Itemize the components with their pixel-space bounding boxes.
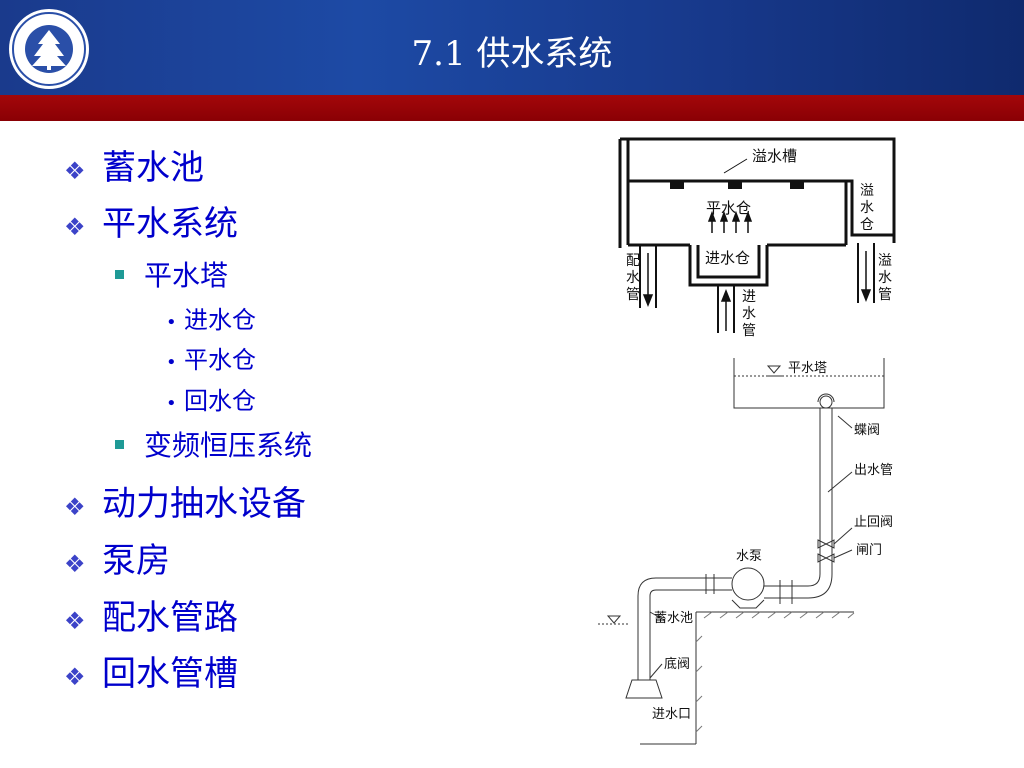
supply-pipe-char2: 水 xyxy=(626,270,640,286)
inlet-pipe-char1: 进 xyxy=(742,289,756,305)
square-bullet-icon xyxy=(115,440,124,449)
inlet-pipe-char3: 管 xyxy=(742,323,756,339)
butterfly-valve-label: 蝶阀 xyxy=(854,423,880,438)
inlet-label: 进水口 xyxy=(652,707,691,722)
inlet-pipe-char2: 水 xyxy=(742,306,756,322)
dot-bullet-icon: • xyxy=(166,352,177,373)
diamond-bullet-icon: ❖ xyxy=(64,493,86,521)
supply-pipe-char3: 管 xyxy=(626,287,640,303)
weir-blocks xyxy=(670,182,804,189)
overflow-pipe-char3: 管 xyxy=(878,287,892,303)
bullet-level-chamber: •平水仓 xyxy=(166,346,256,374)
header-bar xyxy=(0,0,1024,95)
inlet-chamber-label: 进水仓 xyxy=(705,249,750,267)
overflow-chamber-char3: 仓 xyxy=(860,217,874,233)
level-tower-diagram: 溢水槽 平水仓 进水仓 溢 水 仓 配 水 管 进 水 管 溢 水 管 xyxy=(618,137,896,339)
pump-label: 水泵 xyxy=(736,549,762,564)
check-valve-label: 止回阀 xyxy=(854,515,893,530)
overflow-chamber-char1: 溢 xyxy=(860,183,874,199)
gate-valve-label: 闸门 xyxy=(856,543,882,558)
foot-valve-label: 底阀 xyxy=(664,656,690,672)
dot-bullet-icon: • xyxy=(166,393,177,414)
dot-bullet-icon: • xyxy=(166,312,177,333)
diamond-bullet-icon: ❖ xyxy=(64,157,86,185)
overflow-pipe-char2: 水 xyxy=(878,270,892,286)
bullet-level-system: ❖平水系统 xyxy=(64,204,238,244)
outlet-pipe-label: 出水管 xyxy=(854,463,893,478)
square-bullet-icon xyxy=(115,270,124,279)
overflow-chamber-char2: 水 xyxy=(860,200,874,216)
reservoir-label: 蓄水池 xyxy=(654,611,693,626)
bullet-pumping-equipment: ❖动力抽水设备 xyxy=(64,484,306,524)
bullet-distribution-pipe: ❖配水管路 xyxy=(64,598,238,638)
diamond-bullet-icon: ❖ xyxy=(64,663,86,691)
bullet-reservoir: ❖蓄水池 xyxy=(64,148,204,188)
bullet-level-tower: 平水塔 xyxy=(115,254,228,294)
bullet-return-chamber: •回水仓 xyxy=(166,387,256,415)
diamond-bullet-icon: ❖ xyxy=(64,550,86,578)
university-logo xyxy=(9,9,89,89)
bullet-pump-house: ❖泵房 xyxy=(64,541,170,581)
bullet-inlet-chamber: •进水仓 xyxy=(166,306,256,334)
bullet-return-trough: ❖回水管槽 xyxy=(64,654,238,694)
diamond-bullet-icon: ❖ xyxy=(64,607,86,635)
slide-title: 7.1 供水系统 xyxy=(411,34,613,74)
overflow-pipe-char1: 溢 xyxy=(878,253,892,269)
tower-label: 平水塔 xyxy=(788,361,827,376)
supply-pipe-char1: 配 xyxy=(626,253,640,269)
level-chamber-label: 平水仓 xyxy=(706,199,751,217)
bullet-vfd-system: 变频恒压系统 xyxy=(115,424,312,464)
pump-system-diagram: 平水塔 蝶阀 出水管 止回阀 闸门 水泵 蓄水池 底阀 进水口 xyxy=(598,358,893,745)
overflow-trough-label: 溢水槽 xyxy=(752,147,797,165)
header-red-stripe xyxy=(0,95,1024,121)
diamond-bullet-icon: ❖ xyxy=(64,213,86,241)
